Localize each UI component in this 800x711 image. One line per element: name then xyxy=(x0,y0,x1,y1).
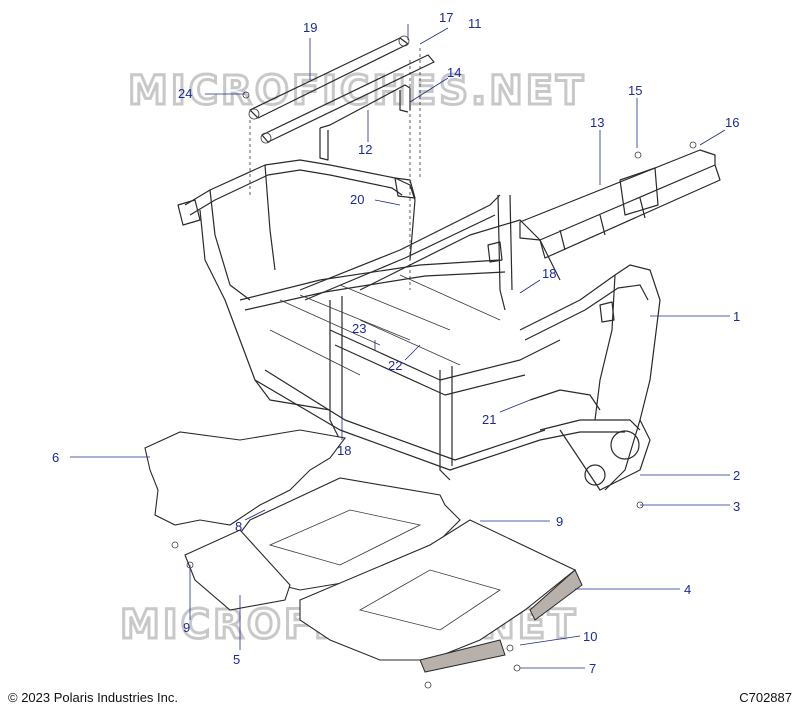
callout-16: 16 xyxy=(725,115,739,130)
callout-15: 15 xyxy=(628,83,642,98)
callout-9-left: 9 xyxy=(183,620,190,635)
callout-labels: 19 17 11 24 14 15 13 16 12 20 18 1 23 22… xyxy=(52,10,740,676)
callout-8: 8 xyxy=(235,519,242,534)
callout-19: 19 xyxy=(303,20,317,35)
upper-bars xyxy=(248,35,435,161)
callout-22: 22 xyxy=(388,358,402,373)
callout-6: 6 xyxy=(52,450,59,465)
main-frame xyxy=(177,159,661,491)
callout-2: 2 xyxy=(733,468,740,483)
skid-plates xyxy=(144,91,697,689)
callout-11: 11 xyxy=(468,16,482,31)
callout-21: 21 xyxy=(482,412,496,427)
callout-9-right: 9 xyxy=(556,514,563,529)
copyright-notice: © 2023 Polaris Industries Inc. xyxy=(8,690,178,705)
callout-14: 14 xyxy=(447,65,461,80)
callout-1: 1 xyxy=(733,309,740,324)
callout-17: 17 xyxy=(439,10,453,25)
callout-12: 12 xyxy=(358,142,372,157)
callout-18-lower: 18 xyxy=(337,443,351,458)
callout-3: 3 xyxy=(733,499,740,514)
callout-7: 7 xyxy=(589,661,596,676)
callout-5: 5 xyxy=(233,652,240,667)
callout-4: 4 xyxy=(684,582,691,597)
callout-20: 20 xyxy=(350,192,364,207)
figure-code: C702887 xyxy=(739,690,792,705)
callout-24: 24 xyxy=(178,86,192,101)
callout-10: 10 xyxy=(583,629,597,644)
leader-lines xyxy=(70,24,730,669)
callout-18-upper: 18 xyxy=(542,266,556,281)
rear-rack xyxy=(519,149,721,259)
callout-13: 13 xyxy=(590,115,604,130)
callout-23: 23 xyxy=(352,321,366,336)
watermark-top: MICROFICHES.NET xyxy=(128,68,586,114)
